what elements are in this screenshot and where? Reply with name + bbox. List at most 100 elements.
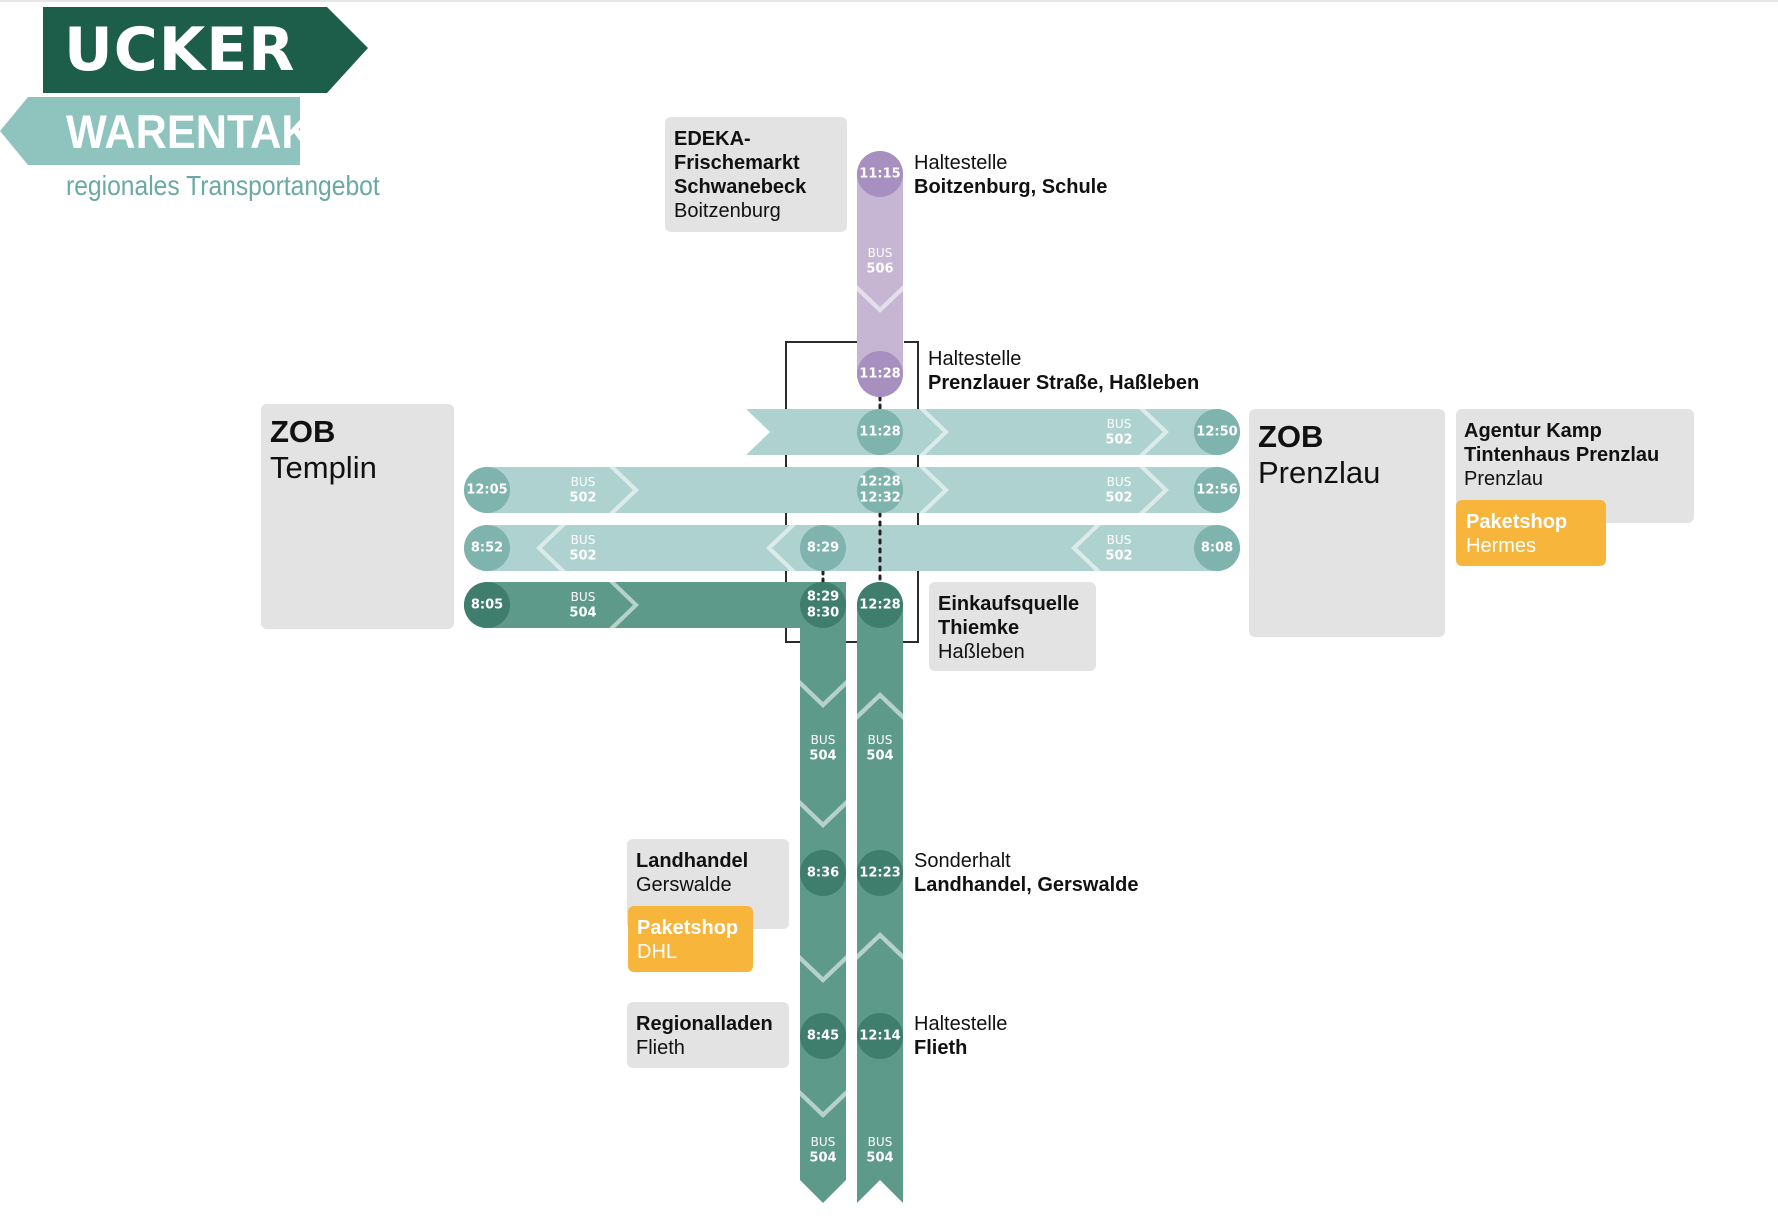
stop-502-b-templin-circle [464, 467, 510, 513]
route-504-a-chevron-2 [800, 800, 846, 828]
stop-gerswalde-line1: Sonderhalt [914, 850, 1011, 872]
route-504-a-chevron-3 [800, 955, 846, 983]
route-504-b-bus-label-1-word: BUS [868, 733, 893, 747]
stop-flieth-line1: Haltestelle [914, 1013, 1008, 1035]
route-506-chevron [857, 285, 903, 313]
stop-502-c-prenzlau-time: 8:08 [1201, 541, 1233, 556]
stop-502-a-hassleben-circle [857, 409, 903, 455]
route-504-a-chevron-4 [800, 1090, 846, 1118]
stop-504-a-templin-time: 8:05 [471, 598, 503, 613]
route-502-b-band [487, 467, 1217, 513]
stop-boitzenburg-line2: Boitzenburg, Schule [914, 176, 1108, 198]
route-502-c-chevron-2 [766, 525, 796, 571]
stop-504-a-flieth-time: 8:45 [807, 1029, 839, 1044]
route-504-a-bus-label-3-number: 504 [809, 1151, 836, 1166]
stop-506-boitzenburg-time: 11:15 [859, 167, 900, 182]
dhl-shop-line1: Paketshop [637, 917, 739, 939]
stop-502-a-hassleben-time: 11:28 [859, 425, 900, 440]
stop-502-a-prenzlau-circle [1194, 409, 1240, 455]
logo-shapes [0, 7, 368, 165]
route-502-b-bus-label-2-number: 502 [1105, 491, 1132, 506]
route-504-b-bus-label-1-number: 504 [866, 749, 893, 764]
stop-gerswalde-line2: Landhandel, Gerswalde [914, 874, 1139, 896]
logo-tagline: regionales Transportangebot [66, 170, 380, 201]
route-504-b-bus-label-2-number: 504 [866, 1151, 893, 1166]
route-502-c-chevron-1 [536, 525, 566, 571]
stop-502-c-hassleben-time: 8:29 [807, 541, 839, 556]
route-504-a-bus-label-1-word: BUS [571, 590, 596, 604]
route-502-c-chevron-3 [1071, 525, 1101, 571]
route-504-a-bus-label-2-number: 504 [809, 749, 836, 764]
stop-hassleben-line1: Haltestelle [928, 348, 1022, 370]
top-divider [0, 0, 1778, 2]
route-502-a-bus-label-number: 502 [1105, 433, 1132, 448]
stop-504-a-hassleben-circle [800, 582, 846, 628]
stop-504-a-templin-circle [464, 582, 510, 628]
route-504-a-bus-label-1-number: 504 [569, 606, 596, 621]
route-504-a-chevron-1 [800, 680, 846, 708]
stop-504-b-hassleben-circle [857, 582, 903, 628]
regionalladen-line2: Flieth [636, 1037, 685, 1059]
stop-502-c-templin-circle [464, 525, 510, 571]
stop-502-a-prenzlau-time: 12:50 [1196, 425, 1237, 440]
einkaufsquelle-line3: Haßleben [938, 641, 1025, 663]
stop-504-b-gerswalde-time: 12:23 [859, 866, 900, 881]
logo-title: UCKER [64, 15, 296, 85]
logo-subtitle: WARENTAKT [66, 105, 340, 158]
route-502-b-bus-label-2-word: BUS [1107, 475, 1132, 489]
einkaufsquelle-line2: Thiemke [938, 617, 1020, 639]
stop-506-hassleben-time: 11:28 [859, 367, 900, 382]
agentur-line1: Agentur Kamp [1464, 420, 1602, 442]
route-504-b-bus-label-2-word: BUS [868, 1135, 893, 1149]
stop-504-b-flieth-circle [857, 1013, 903, 1059]
stop-504-a-flieth-circle [800, 1013, 846, 1059]
stop-504-b-gerswalde-circle [857, 850, 903, 896]
route-504-a-band [487, 582, 823, 628]
stop-504-a-gerswalde-time: 8:36 [807, 866, 839, 881]
dhl-shop-line2: DHL [637, 941, 678, 963]
edeka-line4: Boitzenburg [674, 200, 781, 222]
route-502-a-chevron-1 [919, 409, 949, 455]
edeka-line3: Schwanebeck [674, 176, 807, 198]
route-502-c-bus-label-2-word: BUS [1107, 533, 1132, 547]
route-502-c-bus-label-2-number: 502 [1105, 549, 1132, 564]
route-502-c-bus-label-1-number: 502 [569, 549, 596, 564]
landhandel-line1: Landhandel [636, 850, 749, 872]
stop-flieth-line2: Flieth [914, 1037, 968, 1059]
route-504-a-bus-label-3-word: BUS [811, 1135, 836, 1149]
logo-banner-bottom [0, 97, 300, 165]
place-box-edeka [665, 117, 847, 232]
paketshop-badge-dhl [628, 906, 753, 972]
stop-504-a-hassleben-time-dep: 8:30 [807, 606, 839, 621]
stop-506-boitzenburg-circle [857, 151, 903, 197]
route-506-bus-label-number: 506 [866, 262, 893, 277]
agentur-line2: Tintenhaus Prenzlau [1464, 444, 1660, 466]
stop-502-b-prenzlau-circle [1194, 467, 1240, 513]
stop-504-b-hassleben-time: 12:28 [859, 598, 900, 613]
edeka-line1: EDEKA- [674, 128, 751, 150]
stop-502-b-hassleben-circle [857, 467, 903, 513]
zob-prenzlau-line2: Prenzlau [1258, 455, 1381, 490]
stop-502-b-prenzlau-time: 12:56 [1196, 483, 1237, 498]
hermes-shop-line2: Hermes [1466, 535, 1537, 557]
stop-502-c-prenzlau-circle [1194, 525, 1240, 571]
stop-502-c-hassleben-circle [800, 525, 846, 571]
stop-hassleben-line2: Prenzlauer Straße, Haßleben [928, 372, 1200, 394]
place-box-zob-templin [261, 404, 454, 629]
place-box-einkaufsquelle [929, 582, 1096, 671]
route-502-b-bus-label-1-number: 502 [569, 491, 596, 506]
route-502-b-chevron-2 [919, 467, 949, 513]
route-504-a-bus-label-2-word: BUS [811, 733, 836, 747]
regionalladen-line1: Regionalladen [636, 1013, 773, 1035]
place-box-zob-prenzlau [1249, 409, 1445, 637]
route-502-b-chevron-3 [1139, 467, 1169, 513]
stop-504-a-gerswalde-circle [800, 850, 846, 896]
route-504-b-chevron-2 [857, 932, 903, 960]
logo-banner-top [43, 7, 368, 93]
stop-506-hassleben-circle [857, 351, 903, 397]
hermes-shop-line1: Paketshop [1466, 511, 1568, 533]
einkaufsquelle-line1: Einkaufsquelle [938, 593, 1080, 615]
stop-502-b-hassleben-time-dep: 12:32 [859, 491, 900, 506]
stop-504-a-hassleben-time-arr: 8:29 [807, 590, 839, 605]
landhandel-line2: Gerswalde [636, 874, 732, 896]
